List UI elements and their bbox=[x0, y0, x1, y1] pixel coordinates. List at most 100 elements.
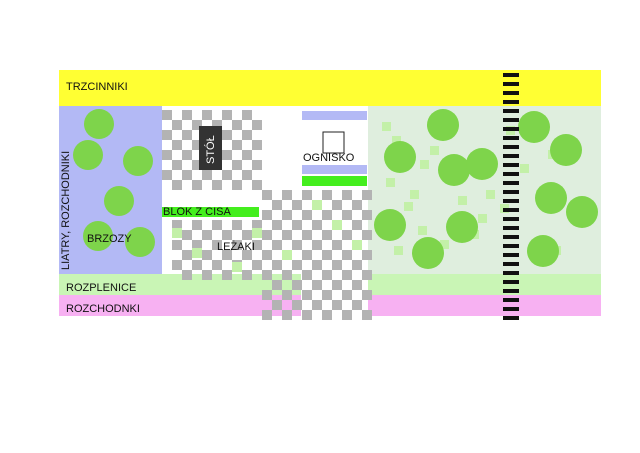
paving-tile bbox=[362, 250, 372, 260]
paving-tile bbox=[192, 120, 202, 130]
paving-tile bbox=[272, 280, 282, 290]
paving-tile bbox=[262, 290, 272, 300]
paving-tile bbox=[322, 190, 332, 200]
paving-tile bbox=[282, 210, 292, 220]
paving-tile bbox=[302, 310, 312, 320]
rozplenice-band-right bbox=[368, 274, 601, 295]
paving-tile bbox=[242, 150, 252, 160]
paving-tile bbox=[242, 270, 252, 280]
paving-tile bbox=[182, 170, 192, 180]
paving-tile bbox=[292, 220, 302, 230]
meadow-square bbox=[394, 246, 403, 255]
paving-tile bbox=[322, 250, 332, 260]
path-stripe bbox=[503, 289, 519, 293]
paving-tile bbox=[242, 250, 252, 260]
label-liatry: LIATRY, ROZCHODNIKI bbox=[60, 150, 72, 270]
paving-tile bbox=[342, 310, 352, 320]
path-stripe bbox=[503, 73, 519, 77]
path-stripe bbox=[503, 172, 519, 176]
path-stripe bbox=[503, 235, 519, 239]
path-stripe bbox=[503, 298, 519, 302]
paving-tile bbox=[212, 240, 222, 250]
path-stripe bbox=[503, 253, 519, 257]
paving-tile bbox=[332, 200, 342, 210]
path-stripe bbox=[503, 109, 519, 113]
tree bbox=[550, 134, 582, 166]
paving-tile bbox=[352, 260, 362, 270]
paving-tile bbox=[162, 170, 172, 180]
paving-tile bbox=[322, 310, 332, 320]
trees-group bbox=[73, 109, 598, 269]
paving-green-tile bbox=[282, 250, 292, 260]
paving-tile bbox=[312, 300, 322, 310]
path-stripe bbox=[503, 217, 519, 221]
paving-tile bbox=[292, 260, 302, 270]
meadow-square bbox=[458, 196, 467, 205]
paving-tile bbox=[332, 260, 342, 270]
paving-tile bbox=[362, 310, 372, 320]
meadow-square bbox=[410, 190, 419, 199]
paving-tile bbox=[322, 210, 332, 220]
paving-tile bbox=[172, 120, 182, 130]
paving-tile bbox=[162, 130, 172, 140]
tree bbox=[566, 196, 598, 228]
paving-tile bbox=[172, 180, 182, 190]
paving-tile bbox=[182, 230, 192, 240]
paving-tile bbox=[342, 210, 352, 220]
paving-tile bbox=[202, 230, 212, 240]
paving-tile bbox=[342, 270, 352, 280]
label-blok: BLOK Z CISA bbox=[163, 206, 231, 218]
paving-tile bbox=[262, 230, 272, 240]
label-trzcinniki: TRZCINNIKI bbox=[66, 81, 128, 93]
paving-tile bbox=[192, 240, 202, 250]
paving-tile bbox=[272, 300, 282, 310]
path-stripe bbox=[503, 208, 519, 212]
rozchodnki-band bbox=[59, 295, 301, 316]
path-stripe bbox=[503, 163, 519, 167]
paving-tile bbox=[172, 260, 182, 270]
paving-tile bbox=[232, 180, 242, 190]
paving-green-tile bbox=[192, 248, 202, 258]
meadow-square bbox=[420, 160, 429, 169]
path-stripe bbox=[503, 91, 519, 95]
meadow-square bbox=[486, 190, 495, 199]
paving-tile bbox=[282, 310, 292, 320]
label-stol: STÓŁ bbox=[205, 135, 217, 164]
trzcinniki-band bbox=[59, 70, 601, 106]
paving-tile bbox=[192, 220, 202, 230]
paving-tile bbox=[222, 250, 232, 260]
label-rozplenice: ROZPLENICE bbox=[66, 282, 137, 294]
paving-tile bbox=[362, 210, 372, 220]
path-stripe bbox=[503, 181, 519, 185]
tree bbox=[73, 140, 103, 170]
paving-tile bbox=[282, 270, 292, 280]
path-stripe bbox=[503, 316, 519, 320]
paving-tile bbox=[322, 290, 332, 300]
path-stripe bbox=[503, 262, 519, 266]
paving-tile bbox=[172, 220, 182, 230]
meadow-square bbox=[404, 202, 413, 211]
paving-tile bbox=[332, 280, 342, 290]
meadow-square bbox=[392, 136, 401, 145]
tree bbox=[427, 109, 459, 141]
paving-tile bbox=[302, 230, 312, 240]
paving-green-tile bbox=[312, 200, 322, 210]
meadow-square bbox=[440, 240, 449, 249]
paving-tile bbox=[182, 130, 192, 140]
tree bbox=[412, 237, 444, 269]
paving-green-tile bbox=[172, 228, 182, 238]
paving-tile bbox=[362, 290, 372, 300]
meadow-square bbox=[382, 122, 391, 131]
path-stripe bbox=[503, 280, 519, 284]
paving-tile bbox=[282, 230, 292, 240]
path-stripe bbox=[503, 127, 519, 131]
paving-tile bbox=[342, 190, 352, 200]
tree bbox=[123, 146, 153, 176]
paving-tile bbox=[252, 160, 262, 170]
paving-tile bbox=[192, 180, 202, 190]
paving-tile bbox=[242, 110, 252, 120]
paving-tile bbox=[232, 160, 242, 170]
paving-tile bbox=[272, 220, 282, 230]
paving-checker bbox=[162, 110, 372, 320]
paving-tile bbox=[362, 190, 372, 200]
